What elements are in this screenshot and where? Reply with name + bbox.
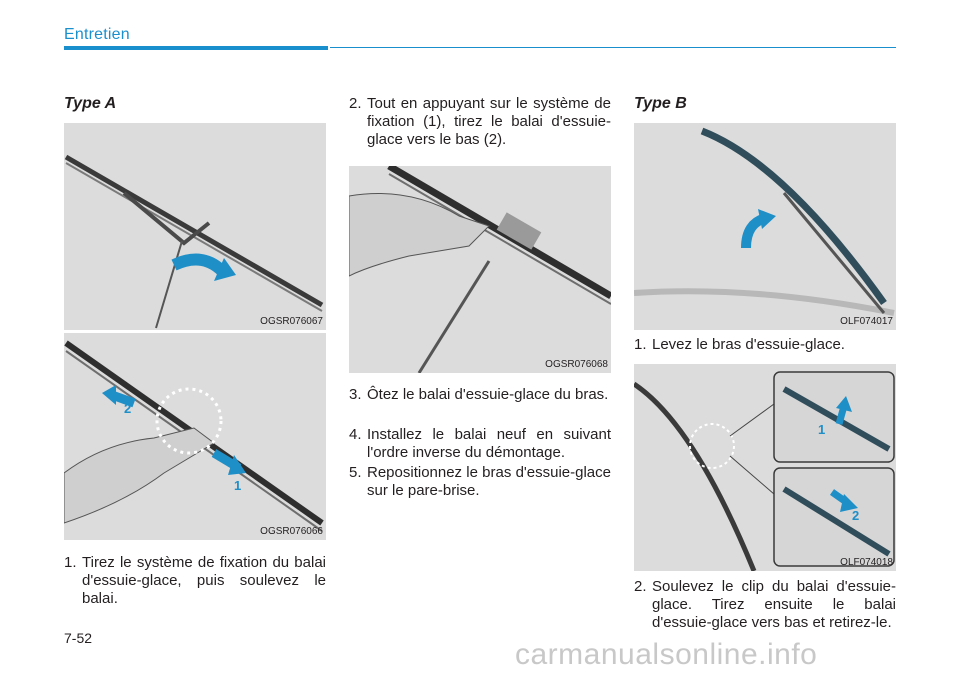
step-number: 4. <box>349 426 362 443</box>
arm-raise-illustration <box>634 127 895 316</box>
step-text: Tirez le système de fixation du balai d'… <box>82 554 326 607</box>
step-number: 3. <box>349 386 362 403</box>
figure-wiper-lift: OGSR076067 <box>64 123 326 330</box>
step-text: Ôtez le balai d'essuie-glace du bras. <box>367 386 609 403</box>
type-b-heading: Type B <box>634 95 687 112</box>
step-type-b-1: 1. Levez le bras d'essuie-glace. <box>634 336 896 354</box>
step-number: 1. <box>634 336 647 353</box>
figure-code: OGSR076066 <box>260 526 323 537</box>
step-text: Repositionnez le bras d'essuie-glace sur… <box>367 464 611 499</box>
figure-wiper-release: 2 1 OGSR076066 <box>64 333 326 540</box>
figure-wiper-pull: OGSR076068 <box>349 166 611 373</box>
figure-clip-release: 1 2 OLF074018 <box>634 364 896 571</box>
figure-code: OGSR076067 <box>260 316 323 327</box>
step-number: 5. <box>349 464 362 481</box>
step-type-a-1: 1. Tirez le système de fixation du balai… <box>64 554 326 608</box>
step-number: 2. <box>634 578 647 595</box>
callout-label-1: 1 <box>234 478 242 493</box>
step-middle-2: 2. Tout en appuyant sur le système de fi… <box>349 95 611 149</box>
figure-code: OGSR076068 <box>545 359 608 370</box>
step-number: 2. <box>349 95 362 112</box>
step-type-b-2: 2. Soulevez le clip du balai d'essuie-gl… <box>634 578 896 632</box>
section-title: Entretien <box>64 26 130 43</box>
figure-code: OLF074017 <box>840 316 893 327</box>
wiper-pull-illustration <box>349 166 611 373</box>
step-text: Soulevez le clip du balai d'essuie-glace… <box>652 578 896 631</box>
callout-label-2: 2 <box>852 508 860 523</box>
figure-code: OLF074018 <box>840 557 893 568</box>
wiper-lift-illustration <box>64 154 324 329</box>
figure-arm-raise: OLF074017 <box>634 123 896 330</box>
step-text: Installez le balai neuf en suivant l'ord… <box>367 426 611 461</box>
clip-release-illustration <box>634 371 895 571</box>
watermark: carmanualsonline.info <box>515 638 818 671</box>
step-middle-4: 4. Installez le balai neuf en suivant l'… <box>349 426 611 462</box>
type-a-heading: Type A <box>64 95 117 112</box>
callout-label-1: 1 <box>818 422 826 437</box>
step-middle-5: 5. Repositionnez le bras d'essuie-glace … <box>349 464 611 500</box>
wiper-release-illustration <box>64 340 324 532</box>
step-middle-3: 3. Ôtez le balai d'essuie-glace du bras. <box>349 386 611 404</box>
step-text: Tout en appuyant sur le système de fixat… <box>367 95 611 148</box>
page-number: 7-52 <box>64 630 93 646</box>
header-rule-thin <box>330 47 896 48</box>
step-number: 1. <box>64 554 77 571</box>
header-rule-thick <box>64 46 328 50</box>
callout-label-2: 2 <box>124 401 132 416</box>
step-text: Levez le bras d'essuie-glace. <box>652 336 845 353</box>
